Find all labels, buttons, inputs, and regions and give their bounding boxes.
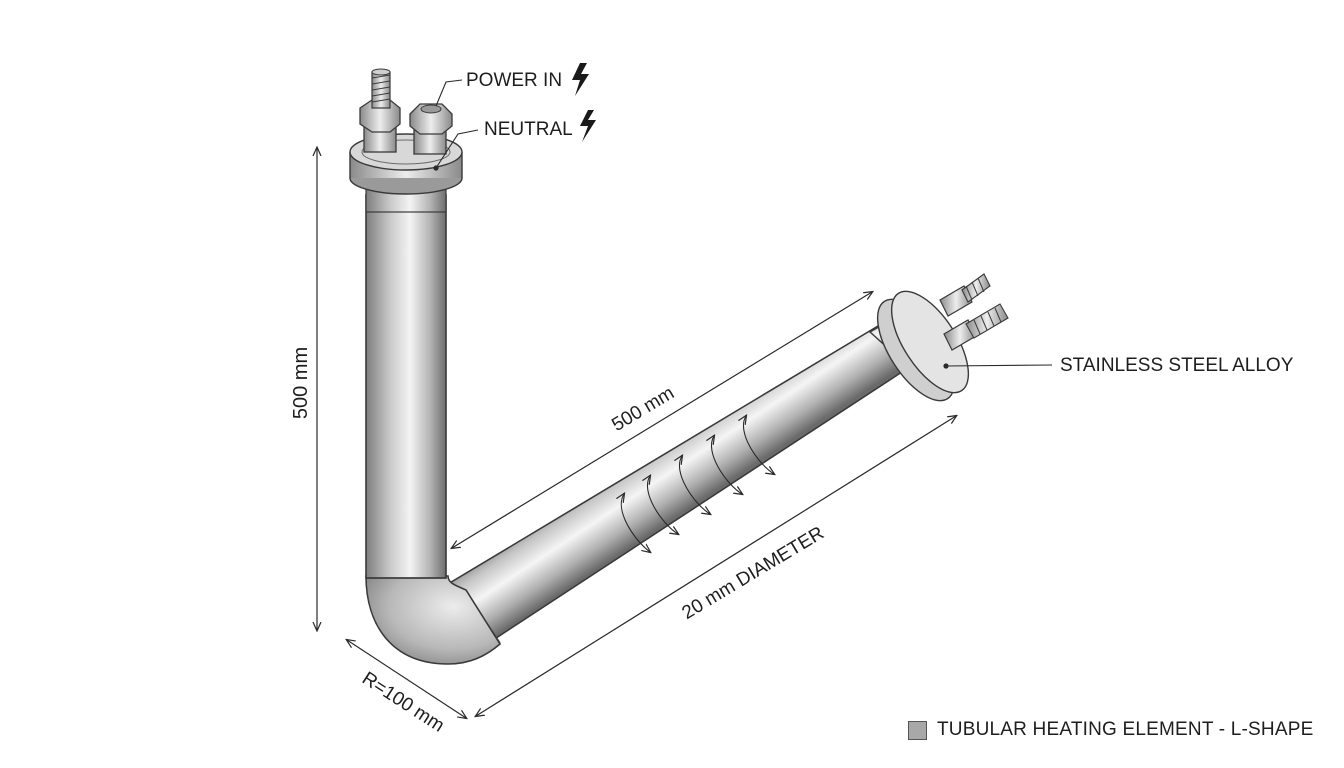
vertical-tube [365, 181, 447, 579]
lightning-bolt-icon [572, 63, 589, 96]
lightning-bolt-icon [580, 110, 596, 142]
horizontal-length-label: 500 mm [608, 383, 678, 436]
power-in-leader-line [435, 79, 463, 107]
diameter-dimension-line [476, 416, 956, 716]
bend-radius-label: R=100 mm [358, 668, 448, 737]
vertical-length-label: 500 mm [290, 347, 312, 419]
material-label: STAINLESS STEEL ALLOY [1060, 355, 1294, 376]
legend-label: TUBULAR HEATING ELEMENT - L-SHAPE [937, 719, 1314, 740]
legend-swatch [908, 720, 927, 740]
diameter-label: 20 mm DIAMETER [679, 523, 828, 624]
neutral-label: NEUTRAL [484, 119, 573, 140]
bend-radius-dimension-line [347, 640, 466, 718]
top-terminal-assembly [349, 68, 463, 195]
end-terminal-assembly [876, 273, 1009, 402]
legend: TUBULAR HEATING ELEMENT - L-SHAPE [908, 719, 1313, 741]
power-in-label: POWER IN [466, 70, 562, 91]
neutral-leader-line [435, 129, 479, 169]
material-leader-line [945, 364, 1053, 367]
